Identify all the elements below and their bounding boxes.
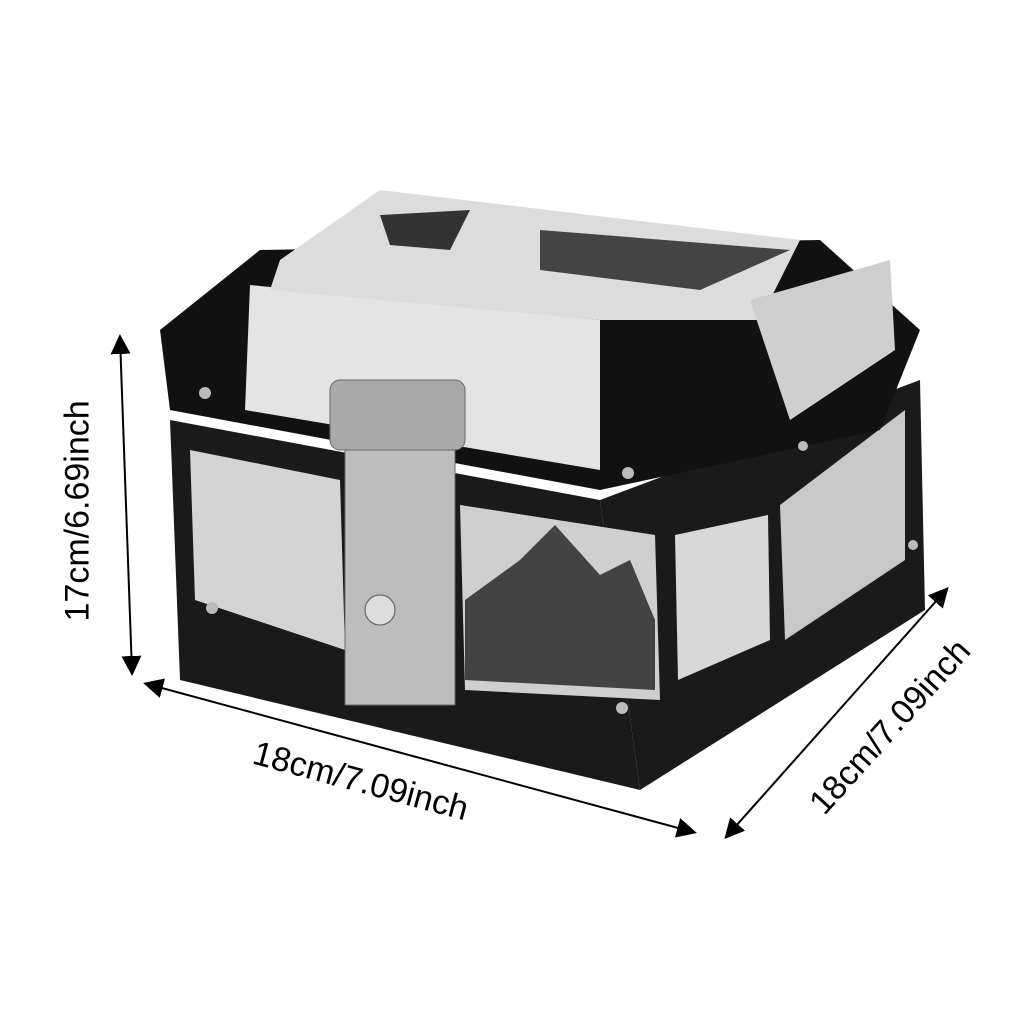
depth-dimension-arrow — [724, 587, 949, 839]
width-dimension-arrow — [143, 678, 697, 838]
height-dimension-arrow — [110, 334, 142, 676]
top-case — [160, 190, 925, 790]
height-dimension-label: 17cm/6.69inch — [58, 400, 97, 622]
